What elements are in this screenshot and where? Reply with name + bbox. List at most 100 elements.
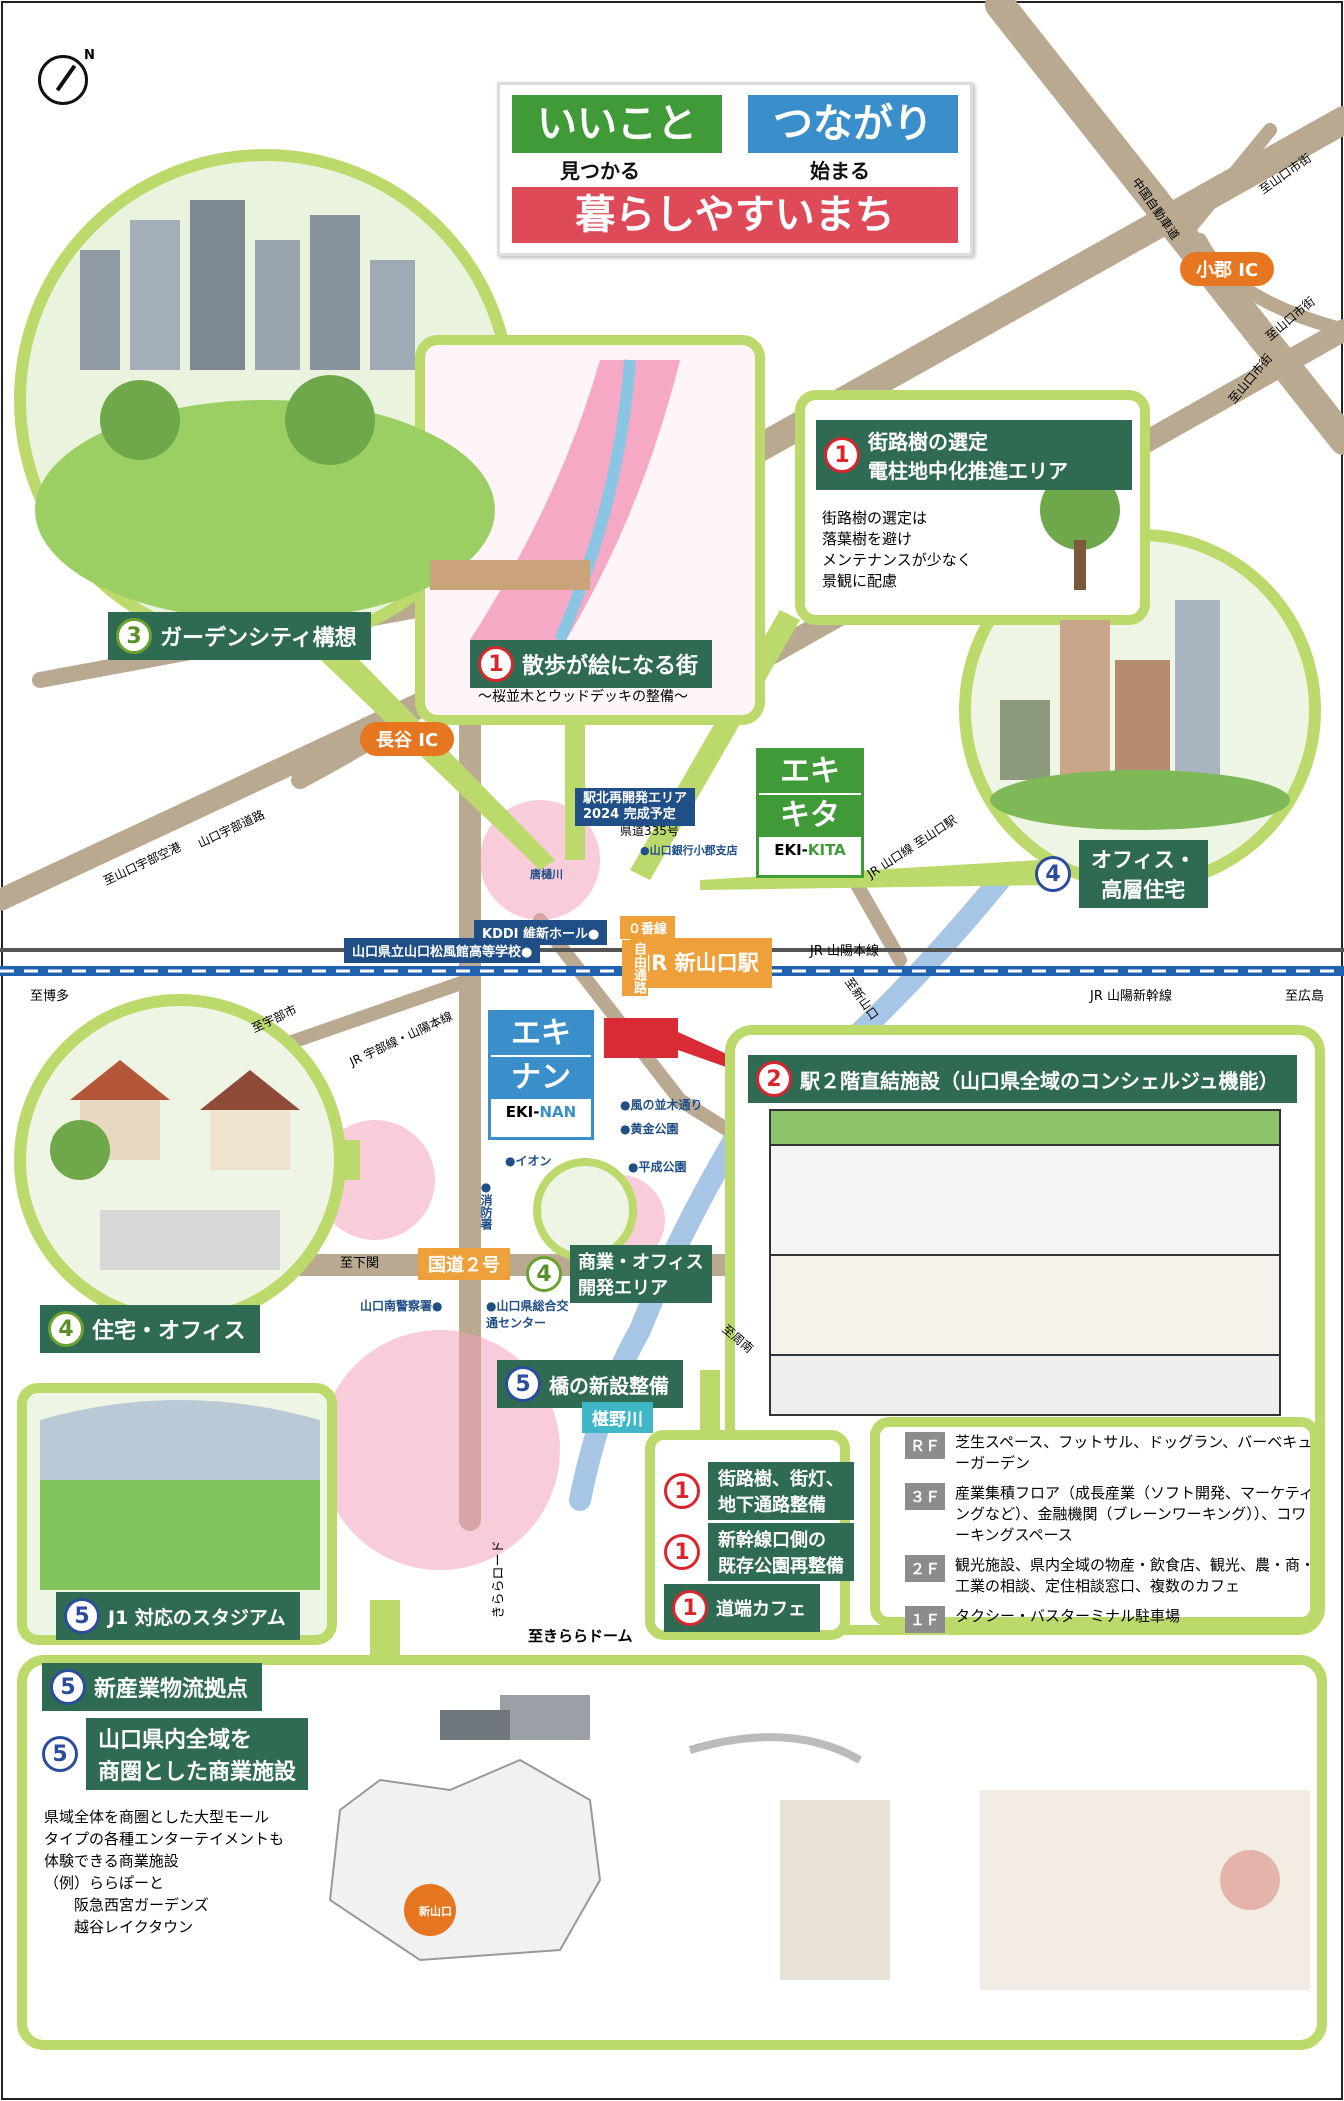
traffic-center-label: ●山口県総合交通センター [486,1299,569,1330]
desc-line: 街路樹の選定は [822,509,928,527]
callout-title: 地下通路整備 [718,1495,826,1516]
eki-nan-sign: エキ ナン EKI-NAN [488,1010,594,1140]
dome-label: 至きららドーム [528,1627,633,1645]
stadium-art [40,1400,320,1590]
sakura-walk-art [430,359,680,650]
floor-row-1f: １Ｆ タクシー・バスターミナル駐車場 [905,1606,1315,1633]
callout-title: 既存公園再整備 [718,1556,844,1577]
callout-logistics: 5 新産業物流拠点 [42,1663,263,1711]
callout-number-badge: 4 [48,1311,84,1347]
eki-nan-roman: EKI- [505,1103,540,1121]
callout-title: 橋の新設整備 [549,1373,669,1398]
kogane-label: ●黄金公園 [620,1122,679,1136]
eki-kita-roman: KITA [807,841,846,859]
ogori-ic-label: 小郡 IC [1180,252,1275,286]
road-label: JR 山陽本線 [810,944,879,959]
callout-number-badge: 2 [756,1061,792,1097]
callout-title: 街路樹の選定 [868,430,988,454]
callout-title: 新幹線口側の [718,1530,826,1551]
callout-walk-sub: 〜桜並木とウッドデッキの整備〜 [478,689,688,705]
eki-kita-roman: EKI- [774,841,808,859]
road-label: 至下関 [340,1256,380,1271]
desc-line: 県域全体を商圏とした大型モール [44,1808,270,1826]
callout-title: オフィス・ [1091,848,1196,872]
road-label: JR 山陽新幹線 [1090,989,1172,1004]
compass-arrow-icon [38,55,88,105]
road-label: 至博多 [30,989,70,1004]
road-label: きららロード [491,1540,507,1619]
floor-label: ３Ｆ [905,1483,945,1510]
north-redev-label: 駅北再開発エリア 2024 完成予定 [575,788,696,826]
callout-title: 駅２階直結施設（山口県全域のコンシェルジュ機能） [800,1068,1279,1093]
desc-line: 越谷レイクタウン [44,1918,194,1936]
callout-commercial: 5 山口県内全域を 商圏とした商業施設 [42,1718,309,1790]
callout-title: 散歩が絵になる街 [522,654,699,679]
tree-street-art [1040,470,1120,590]
callout-title: 開発エリア [578,1278,668,1299]
callout-title: 住宅・オフィス [92,1319,246,1344]
callout-title: 商圏とした商業施設 [98,1760,297,1785]
callout-street-lights: 1 街路樹、街灯、 地下通路整備 [664,1462,854,1520]
eki-kita-line1: エキ [759,751,861,793]
callout-title: ガーデンシティ構想 [160,626,357,651]
eki-kita-sign: エキ キタ EKI-KITA [756,748,864,878]
eki-nan-roman: NAN [539,1103,577,1121]
eki-kita-line2: キタ [759,793,861,837]
floor-label: ＲＦ [905,1432,945,1459]
kaze-label: ●風の並木通り [620,1098,703,1112]
callout-number-badge: 1 [824,437,860,473]
school-label: 山口県立山口松風館高等学校● [344,938,541,963]
river-label: 椹野川 [582,1402,653,1433]
title-part2: つながり [748,95,958,153]
callout-station-facility: 2 駅２階直結施設（山口県全域のコンシェルジュ機能） [748,1055,1297,1103]
bank-label: ●山口銀行小郡支店 [640,844,738,857]
title-part1-sub: 見つかる [560,159,640,183]
compass-north-label: N [84,48,95,63]
callout-walk: 1 散歩が絵になる街 [470,640,713,688]
route2-label: 国道２号 [418,1248,510,1280]
road-label: 県道335号 [620,824,679,838]
desc-line: 阪急西宮ガーデンズ [44,1896,209,1914]
title-part2-sub: 始まる [810,159,870,183]
office-highrise-art [990,600,1290,830]
callout-stadium: 5 J1 対応のスタジアム [56,1592,300,1640]
aeon-label: ●イオン [505,1154,552,1168]
callout-number-badge: 3 [116,618,152,654]
floor-text: タクシー・バスターミナル駐車場 [955,1607,1181,1625]
callout-number-badge: 5 [42,1736,78,1772]
callout-number-badge: 4 [526,1256,562,1292]
label-line: 駅北再開発エリア [583,791,688,806]
floor-label: １Ｆ [905,1606,945,1633]
callout-office-highrise: 4 オフィス・ 高層住宅 [1035,840,1208,908]
floor-row-2f: ２Ｆ 観光施設、県内全域の物産・飲食店、観光、農・商・工業の相談、定住相談窓口、… [905,1555,1315,1597]
road-label: 至広島 [1285,989,1325,1004]
station-name-label: JR 新山口駅 [630,938,772,988]
title-main: 暮らしやすいまち [512,187,958,243]
shinyamaguchi-map-center: 新山口 [419,1905,452,1918]
callout-number-badge: 5 [505,1366,541,1402]
title-part1: いいこと [512,95,722,153]
callout-title: 街路樹、街灯、 [718,1469,844,1490]
floor-text: 芝生スペース、フットサル、ドッグラン、バーベキューガーデン [955,1433,1313,1472]
callout-title: 道端カフェ [716,1599,806,1620]
station-connector [678,1032,740,1072]
callout-number-badge: 4 [1035,856,1071,892]
floor-list: ＲＦ 芝生スペース、フットサル、ドッグラン、バーベキューガーデン ３Ｆ 産業集積… [905,1432,1315,1642]
residential-art [50,1060,300,1270]
fire-label: ●消防署 [479,1180,493,1230]
eki-nan-line2: ナン [491,1055,591,1099]
floor-row-rf: ＲＦ 芝生スペース、フットサル、ドッグラン、バーベキューガーデン [905,1432,1315,1474]
callout-number-badge: 1 [664,1534,700,1570]
callout-tree-selection: 1 街路樹の選定 電柱地中化推進エリア [816,420,1132,490]
station-building [604,1018,678,1058]
floor-label: ２Ｆ [905,1555,945,1582]
callout-title: J1 対応のスタジアム [108,1606,286,1629]
floor-text: 観光施設、県内全域の物産・飲食店、観光、農・商・工業の相談、定住相談窓口、複数の… [955,1556,1316,1595]
desc-line: 落葉樹を避け [822,530,913,548]
eki-nan-line1: エキ [491,1013,591,1055]
floor-row-3f: ３Ｆ 産業集積フロア（成長産業（ソフト開発、マーケティングなど）、金融機関（ブレ… [905,1483,1315,1546]
logistics-mall-art [328,1695,1310,1990]
desc-line: （例）ららぽーと [44,1874,165,1892]
